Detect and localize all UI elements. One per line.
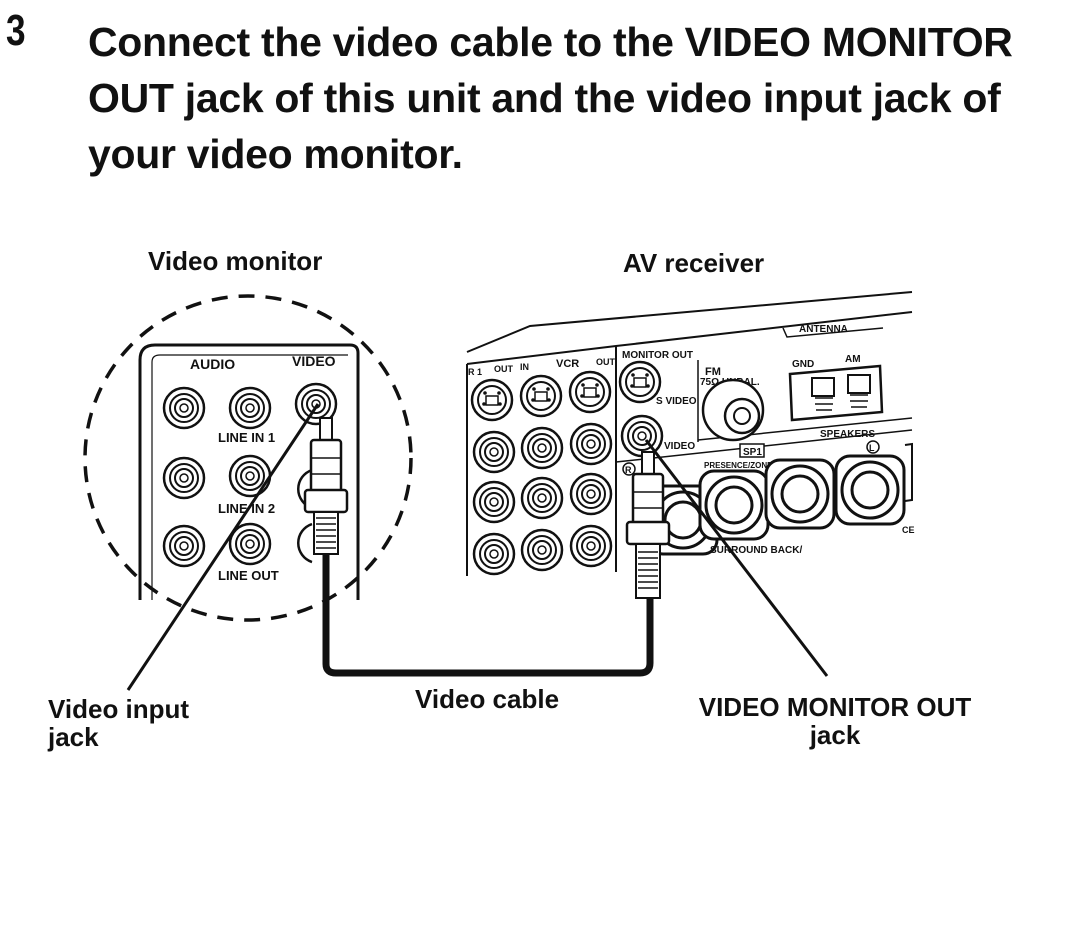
monitor-out-jack-label: VIDEO MONITOR OUT xyxy=(699,692,972,722)
audio-jack-icon xyxy=(162,524,206,568)
rca-jack-icon xyxy=(520,426,564,470)
video-monitor-title: Video monitor xyxy=(148,246,322,276)
sp1-label: SP1 xyxy=(743,447,762,458)
audio-jack-icon xyxy=(162,386,206,430)
s-video-jack-icon xyxy=(568,370,612,414)
av-receiver-title: AV receiver xyxy=(623,248,764,278)
in-label: IN xyxy=(520,362,529,372)
line-in-2-label: LINE IN 2 xyxy=(218,501,275,516)
video-monitor-out-jack-icon xyxy=(620,414,664,458)
presence-label: PRESENCE/ZONE 2/ZONE 3 xyxy=(704,461,811,470)
step-instruction: Connect the video cable to the VIDEO MON… xyxy=(88,19,1013,177)
rca-jack-icon xyxy=(569,524,613,568)
am-label: AM xyxy=(845,354,861,365)
video-plug-receiver xyxy=(625,451,671,599)
s-video-jack-icon xyxy=(519,374,563,418)
out-label: OUT xyxy=(596,357,616,367)
monitor-out-label: MONITOR OUT xyxy=(622,350,693,361)
audio-jack-icon xyxy=(228,454,272,498)
monitor-out-jack-label-2: jack xyxy=(809,720,861,750)
line-in-1-label: LINE IN 1 xyxy=(218,430,275,445)
video-monitor-panel: AUDIO VIDEO LINE IN 1 LINE IN 2 LINE OUT xyxy=(138,343,360,600)
line-out-label: LINE OUT xyxy=(218,568,279,583)
rca-jack-icon xyxy=(472,430,516,474)
audio-jack-icon xyxy=(162,456,206,500)
fm-label: FM xyxy=(705,366,721,378)
video-label: VIDEO xyxy=(664,441,695,452)
r-mark: R xyxy=(625,465,632,475)
zoom-circle xyxy=(83,294,413,622)
surround-back-label: SURROUND BACK/ xyxy=(710,545,802,556)
out-label: OUT xyxy=(494,364,514,374)
gnd-label: GND xyxy=(792,359,814,370)
monitor-video-label: VIDEO xyxy=(292,353,336,369)
video-cable xyxy=(322,554,654,677)
step-number: 3 xyxy=(6,6,26,55)
monitor-audio-label: AUDIO xyxy=(190,356,235,372)
rca-jack-icon xyxy=(569,422,613,466)
av-receiver-panel: R 1 OUT IN VCR OUT MONITOR OUT S VIDEO V… xyxy=(466,291,915,576)
video-input-jack-label: Video input xyxy=(48,694,189,724)
leader-line-monitor-out xyxy=(644,439,829,677)
speakers-label: SPEAKERS xyxy=(820,429,875,440)
video-cable-label: Video cable xyxy=(415,684,559,714)
s-video-jack-icon xyxy=(618,360,662,404)
speaker-terminal-icon xyxy=(834,454,906,526)
s-video-label: S VIDEO xyxy=(656,396,697,407)
rca-jack-icon xyxy=(472,480,516,524)
rca-jack-icon xyxy=(472,532,516,576)
center-label: CE xyxy=(902,525,915,535)
rca-jack-icon xyxy=(520,476,564,520)
audio-jack-icon xyxy=(228,386,272,430)
r1-label: R 1 xyxy=(468,367,482,377)
vcr-label: VCR xyxy=(556,358,579,370)
s-video-jack-icon xyxy=(470,378,514,422)
leader-line-video-input xyxy=(126,403,320,691)
l-mark: L xyxy=(869,443,875,453)
rca-jack-icon xyxy=(569,472,613,516)
speaker-terminal-icon xyxy=(764,458,836,530)
rca-jack-icon xyxy=(520,528,564,572)
speaker-terminal-icon xyxy=(698,469,770,541)
antenna-label: ANTENNA xyxy=(799,324,848,335)
video-input-jack-label-2: jack xyxy=(47,722,99,752)
